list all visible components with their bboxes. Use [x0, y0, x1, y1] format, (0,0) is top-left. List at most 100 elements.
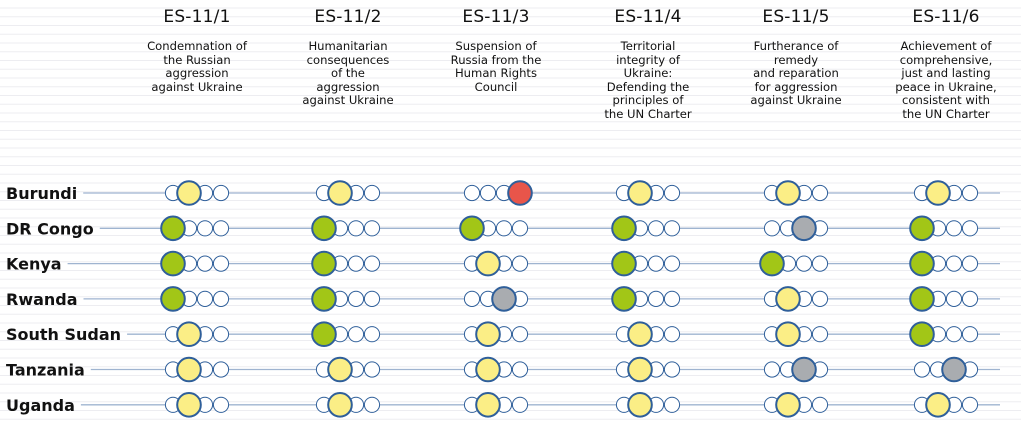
vote-dot-yellow	[176, 392, 202, 418]
vote-slot-empty	[961, 255, 979, 272]
country-row: Kenya	[6, 250, 1000, 277]
resolution-header: ES-11/2 Humanitarian consequences of the…	[278, 7, 418, 108]
vote-cell	[909, 286, 979, 312]
vote-slot-empty	[945, 255, 963, 272]
country-label: Tanzania	[6, 361, 85, 380]
vote-dot-yellow	[475, 250, 501, 277]
vote-slot-empty	[663, 290, 681, 307]
vote-slot-empty	[212, 361, 230, 378]
resolution-title: Suspension of Russia from the Human Righ…	[450, 39, 542, 94]
vote-dot-grey	[491, 286, 517, 312]
vote-cell	[909, 215, 979, 242]
vote-slot-empty	[511, 220, 529, 237]
country-row: Tanzania	[6, 356, 1000, 383]
country-row: Uganda	[6, 392, 1000, 418]
resolution-header: ES-11/3 Suspension of Russia from the Hu…	[426, 7, 566, 94]
vote-slot-empty	[495, 220, 513, 237]
vote-slot-empty	[961, 290, 979, 307]
vote-cell	[913, 356, 979, 383]
country-row: DR Congo	[6, 215, 1000, 242]
vote-slot-empty	[663, 255, 681, 272]
vote-dot-yellow	[775, 392, 801, 418]
vote-dot-green	[311, 250, 337, 277]
vote-dot-yellow	[627, 321, 653, 348]
vote-slot-empty	[811, 326, 829, 343]
vote-slot-empty	[811, 290, 829, 307]
vote-slot-empty	[763, 361, 781, 378]
vote-dot-yellow	[475, 321, 501, 348]
vote-slot-empty	[811, 396, 829, 413]
vote-cell	[164, 180, 230, 206]
vote-cell	[909, 250, 979, 277]
vote-dot-green	[311, 286, 337, 312]
vote-dot-green	[909, 250, 935, 277]
vote-slot-empty	[511, 361, 529, 378]
vote-cell	[615, 180, 681, 206]
vote-dot-yellow	[475, 392, 501, 418]
vote-slot-empty	[212, 396, 230, 413]
vote-slot-empty	[479, 184, 497, 202]
vote-slot-empty	[511, 326, 529, 343]
vote-dot-yellow	[327, 180, 353, 206]
vote-dot-red	[507, 180, 533, 206]
vote-cell	[311, 215, 381, 242]
vote-dot-yellow	[925, 392, 951, 418]
vote-slot-empty	[961, 326, 979, 343]
vote-slot-empty	[663, 361, 681, 378]
resolution-code: ES-11/2	[314, 7, 382, 27]
vote-dot-yellow	[775, 180, 801, 206]
vote-cell	[459, 215, 529, 242]
vote-dot-green	[311, 321, 337, 348]
vote-cell	[463, 180, 533, 206]
vote-cell	[311, 321, 381, 348]
vote-cell	[763, 356, 829, 383]
vote-cell	[759, 250, 829, 277]
vote-cell	[160, 250, 230, 277]
vote-cell	[160, 286, 230, 312]
vote-slot-empty	[363, 326, 381, 343]
vote-cell	[763, 321, 829, 348]
vote-slot-empty	[196, 290, 214, 307]
resolution-header: ES-11/5 Furtherance of remedy and repara…	[726, 7, 866, 108]
resolution-title: Territorial integrity of Ukraine: Defend…	[604, 39, 692, 121]
vote-dot-green	[160, 215, 186, 242]
vote-dot-yellow	[475, 356, 501, 383]
vote-cell	[611, 215, 681, 242]
vote-slot-empty	[913, 361, 931, 378]
vote-slot-empty	[961, 220, 979, 237]
vote-slot-empty	[763, 220, 781, 237]
vote-slot-empty	[363, 220, 381, 237]
vote-dot-yellow	[176, 321, 202, 348]
vote-slot-empty	[961, 396, 979, 413]
vote-slot-empty	[363, 255, 381, 272]
vote-dot-green	[611, 250, 637, 277]
vote-dot-yellow	[775, 286, 801, 312]
vote-dot-green	[160, 286, 186, 312]
vote-slot-empty	[212, 326, 230, 343]
vote-slot-empty	[647, 220, 665, 237]
country-label: Kenya	[6, 255, 62, 274]
vote-cell	[164, 392, 230, 418]
resolution-code: ES-11/4	[614, 7, 682, 27]
vote-slot-empty	[811, 255, 829, 272]
vote-cell	[763, 215, 829, 242]
vote-cell	[463, 250, 529, 277]
vote-slot-empty	[961, 184, 979, 202]
vote-cell	[463, 321, 529, 348]
vote-dot-green	[909, 215, 935, 242]
vote-slot-empty	[811, 184, 829, 202]
vote-dot-green	[909, 321, 935, 348]
vote-cell	[615, 321, 681, 348]
vote-slot-empty	[347, 326, 365, 343]
vote-slot-empty	[212, 255, 230, 272]
country-label: DR Congo	[6, 219, 94, 238]
resolution-code: ES-11/1	[163, 7, 231, 27]
vote-cell	[763, 392, 829, 418]
vote-cell	[909, 321, 979, 348]
vote-cell	[615, 392, 681, 418]
resolution-title: Humanitarian consequences of the aggress…	[302, 39, 394, 107]
vote-dot-yellow	[176, 180, 202, 206]
country-label: Burundi	[6, 184, 77, 203]
vote-slot-empty	[945, 220, 963, 237]
vote-cell	[160, 215, 230, 242]
